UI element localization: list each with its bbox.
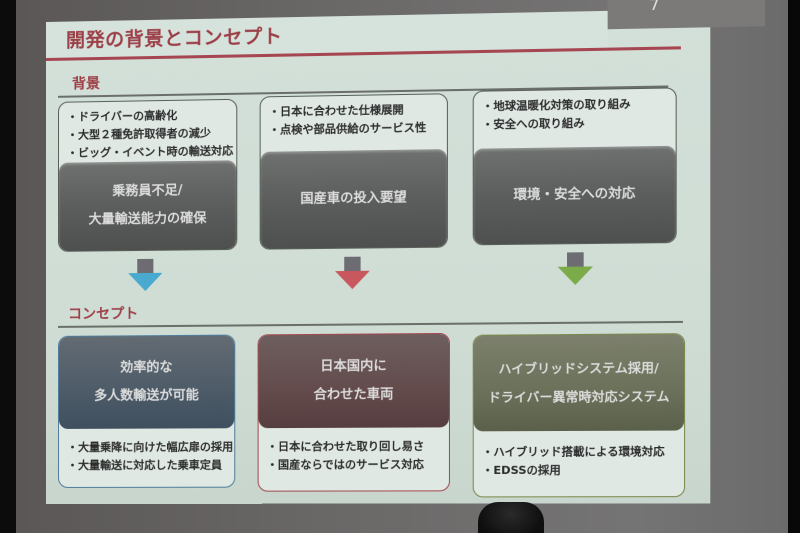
concept-card-3: ハイブリッドシステム採用/ ドライバー異常時対応システム ・ハイブリッド搭載によ… bbox=[472, 333, 686, 498]
bullet: ・国産ならではのサービス対応 bbox=[266, 457, 424, 472]
section-label-concept: コンセプト bbox=[68, 306, 139, 323]
card-heading-box: 日本国内に 合わせた車両 bbox=[258, 333, 449, 429]
room-right-edge bbox=[788, 0, 800, 533]
card-heading-line: 多人数輸送が可能 bbox=[94, 388, 199, 404]
card-heading-box: 効率的な 多人数輸送が可能 bbox=[58, 335, 235, 429]
section-rule-concept bbox=[57, 320, 683, 328]
card-heading-box: 国産車の投入要望 bbox=[260, 149, 447, 249]
arrow-down-icon bbox=[557, 252, 594, 287]
bullet: ・日本に合わせた取り回し易さ bbox=[266, 439, 425, 454]
arrow-down-icon bbox=[128, 258, 163, 293]
background-card-2: ・日本に合わせた仕様展開 ・点検や部品供給のサービス性 国産車の投入要望 bbox=[259, 93, 448, 250]
card-heading-line: 環境・安全への対応 bbox=[513, 186, 636, 204]
bullet: ・大量輸送に対応した乗車定員 bbox=[67, 458, 223, 472]
bullet: ・大型２種免許取得者の減少 bbox=[67, 126, 211, 142]
card-heading-line: 合わせた車両 bbox=[313, 387, 394, 403]
card-heading-line: 日本国内に bbox=[320, 358, 387, 375]
section-label-background: 背景 bbox=[72, 76, 101, 93]
card-heading-box: ハイブリッドシステム採用/ ドライバー異常時対応システム bbox=[473, 334, 685, 432]
bullet: ・EDSSの採用 bbox=[481, 463, 561, 478]
card-heading-line: 大量輸送能力の確保 bbox=[88, 211, 207, 228]
projector-silhouette bbox=[478, 502, 544, 533]
bullet: ・大量乗降に向けた幅広扉の採用 bbox=[67, 440, 234, 454]
card-heading-box: 環境・安全への対応 bbox=[473, 145, 676, 245]
card-heading-line: 乗務員不足/ bbox=[112, 183, 183, 200]
background-card-3: ・地球温暖化対策の取り組み ・安全への取り組み 環境・安全への対応 bbox=[472, 87, 677, 246]
concept-card-1: 効率的な 多人数輸送が可能 ・大量乗降に向けた幅広扉の採用 ・大量輸送に対応した… bbox=[57, 334, 236, 488]
arrow-down-icon bbox=[335, 256, 370, 292]
bullet: ・ビッグ・イベント時の輸送対応 bbox=[67, 144, 234, 160]
concept-card-2: 日本国内に 合わせた車両 ・日本に合わせた取り回し易さ ・国産ならではのサービス… bbox=[257, 332, 450, 492]
slide-title: 開発の背景とコンセプト bbox=[66, 25, 283, 52]
card-heading-line: 効率的な bbox=[120, 360, 173, 376]
card-heading-box: 乗務員不足/ 大量輸送能力の確保 bbox=[58, 160, 237, 251]
slide: 7 開発の背景とコンセプト 背景 ・ドライバーの高齢化 ・大型２種免許取得者の減… bbox=[46, 0, 766, 504]
slide-top-strip bbox=[607, 0, 766, 30]
bullet: ・ハイブリッド搭載による環境対応 bbox=[481, 444, 665, 459]
page-number: 7 bbox=[649, 0, 660, 15]
card-heading-line: ハイブリッドシステム採用/ bbox=[498, 359, 659, 377]
card-heading-line: ドライバー異常時対応システム bbox=[487, 388, 670, 405]
bullet: ・点検や部品供給のサービス性 bbox=[268, 121, 427, 137]
bullet: ・安全への取り組み bbox=[481, 116, 585, 132]
room-left-edge bbox=[0, 0, 16, 533]
card-heading-line: 国産車の投入要望 bbox=[300, 190, 407, 207]
background-card-1: ・ドライバーの高齢化 ・大型２種免許取得者の減少 ・ビッグ・イベント時の輸送対応… bbox=[57, 98, 238, 252]
